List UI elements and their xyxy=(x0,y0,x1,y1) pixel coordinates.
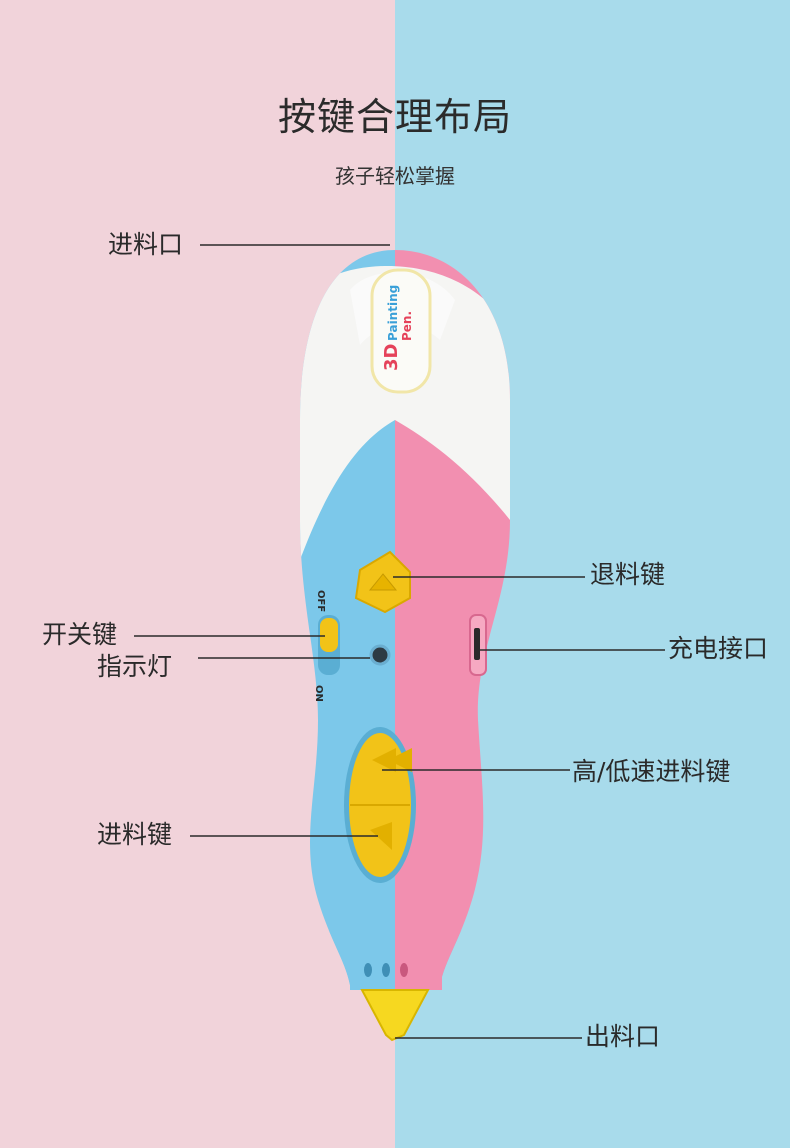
painting-pen-logo: 3D Painting Pen. xyxy=(381,285,414,371)
switch-off-text: OFF xyxy=(315,590,326,612)
pen-white-cap xyxy=(300,265,510,560)
switch-knob xyxy=(320,618,338,652)
indicator-light xyxy=(369,644,391,666)
label-feed-key: 进料键 xyxy=(97,820,173,849)
label-outlet: 出料口 xyxy=(585,1022,661,1051)
svg-text:Painting: Painting xyxy=(386,285,400,341)
page-title: 按键合理布局 xyxy=(277,95,512,139)
label-speed-feed-key: 高/低速进料键 xyxy=(572,757,731,786)
switch-on-text: ON xyxy=(313,685,324,702)
label-power-key: 开关键 xyxy=(42,620,118,649)
svg-text:3D: 3D xyxy=(381,344,402,371)
label-retract-key: 退料键 xyxy=(590,560,666,589)
page-subtitle: 孩子轻松掌握 xyxy=(335,164,455,188)
label-indicator: 指示灯 xyxy=(97,652,173,681)
label-charging-port: 充电接口 xyxy=(668,634,769,663)
label-feed-inlet: 进料口 xyxy=(108,230,184,259)
svg-text:Pen.: Pen. xyxy=(400,311,414,341)
logo-badge xyxy=(370,268,432,394)
